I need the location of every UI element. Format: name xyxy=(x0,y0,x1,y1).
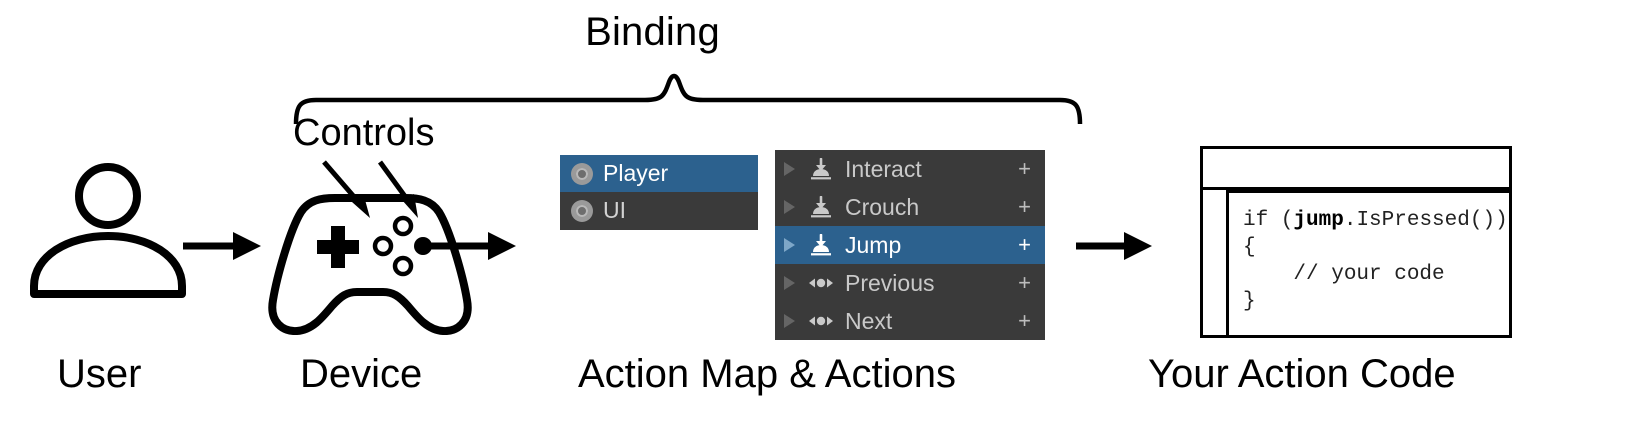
axis-action-icon xyxy=(809,278,833,288)
expand-triangle-icon[interactable] xyxy=(784,162,795,176)
code-window-titlebar xyxy=(1200,146,1512,190)
action-map-row-ui[interactable]: UI xyxy=(560,192,758,229)
binding-label-text: Binding xyxy=(585,10,720,54)
action-map-ring-icon xyxy=(571,162,593,185)
action-label: Interact xyxy=(845,155,922,182)
caption-user: User xyxy=(57,352,142,396)
add-binding-button[interactable]: + xyxy=(1018,194,1031,219)
controls-label-text: Controls xyxy=(293,112,435,154)
code-line-1: if (jump.IsPressed()) xyxy=(1243,207,1509,234)
caption-your-action-code: Your Action Code xyxy=(1148,352,1456,396)
code-line-2: { xyxy=(1243,236,1256,259)
action-label: Crouch xyxy=(845,193,920,220)
actions-panel[interactable]: Interact + Crouch + Jump xyxy=(775,150,1045,340)
button-action-icon xyxy=(811,196,831,218)
code-line-3: // your code xyxy=(1243,263,1445,286)
action-row-jump[interactable]: Jump + xyxy=(775,226,1045,264)
button-action-icon xyxy=(811,158,831,180)
action-map-label: Player xyxy=(603,160,669,186)
code-line-1-pre: if ( xyxy=(1243,209,1294,232)
user-avatar-icon xyxy=(30,163,186,298)
arrow-right-icon xyxy=(183,232,261,260)
action-map-ring-icon xyxy=(571,199,593,222)
action-row-next[interactable]: Next + xyxy=(775,302,1045,340)
action-row-crouch[interactable]: Crouch + xyxy=(775,188,1045,226)
add-binding-button[interactable]: + xyxy=(1018,308,1031,333)
code-gutter xyxy=(1200,190,1226,338)
expand-triangle-icon[interactable] xyxy=(784,314,795,328)
action-label: Next xyxy=(845,307,893,334)
controls-label: Controls xyxy=(293,112,435,155)
action-map-label: UI xyxy=(603,197,626,223)
button-action-icon xyxy=(811,234,831,256)
action-label: Jump xyxy=(845,231,902,258)
code-editor-body[interactable]: if (jump.IsPressed()) { // your code } xyxy=(1226,190,1512,338)
action-map-panel[interactable]: Player UI xyxy=(560,155,758,230)
add-binding-button[interactable]: + xyxy=(1018,232,1031,257)
add-binding-button[interactable]: + xyxy=(1018,270,1031,295)
code-line-1-bold: jump xyxy=(1293,209,1344,232)
expand-triangle-icon[interactable] xyxy=(784,276,795,290)
caption-device: Device xyxy=(300,352,423,396)
action-label: Previous xyxy=(845,269,935,296)
code-line-4: } xyxy=(1243,290,1256,313)
action-row-previous[interactable]: Previous + xyxy=(775,264,1045,302)
action-map-row-player[interactable]: Player xyxy=(560,155,758,192)
arrow-right-icon xyxy=(1076,232,1152,260)
expand-triangle-icon[interactable] xyxy=(784,200,795,214)
arrow-right-icon xyxy=(428,232,516,260)
action-row-interact[interactable]: Interact + xyxy=(775,150,1045,188)
code-window[interactable]: if (jump.IsPressed()) { // your code } xyxy=(1152,146,1512,338)
expand-triangle-icon[interactable] xyxy=(784,238,795,252)
code-line-1-post: .IsPressed()) xyxy=(1343,209,1508,232)
caption-action-map: Action Map & Actions xyxy=(578,352,956,396)
add-binding-button[interactable]: + xyxy=(1018,156,1031,181)
curly-brace-icon xyxy=(293,73,1083,124)
axis-action-icon xyxy=(809,316,833,326)
binding-label: Binding xyxy=(0,10,1635,55)
gamepad-icon xyxy=(268,194,472,335)
